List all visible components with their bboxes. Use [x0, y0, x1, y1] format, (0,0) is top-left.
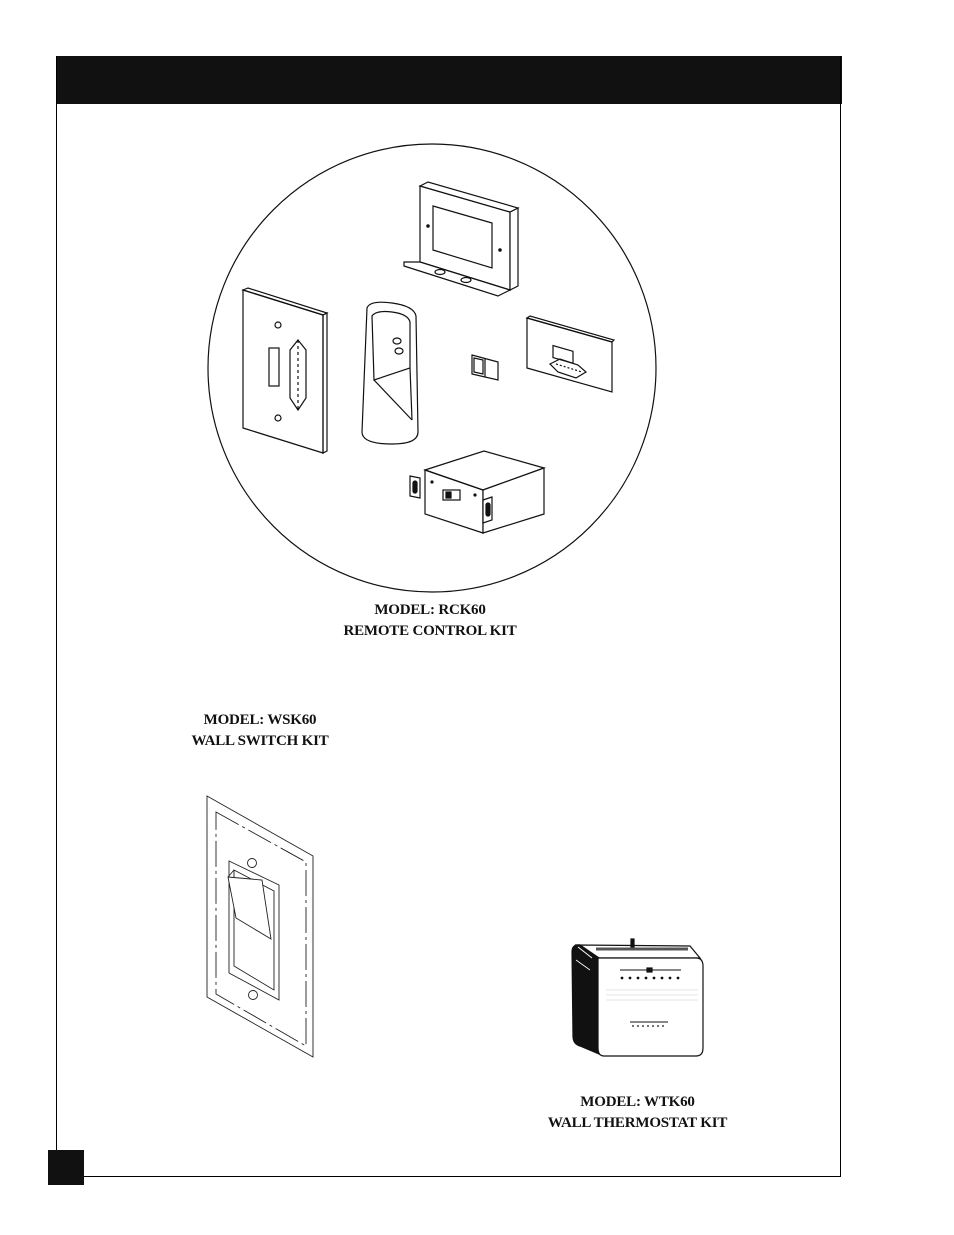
- page-corner-block: [48, 1150, 84, 1185]
- wsk60-name: WALL SWITCH KIT: [191, 733, 329, 749]
- receiver-housing-drawing: [403, 181, 520, 297]
- remote-control-kit-illustration: [207, 143, 657, 593]
- rck60-name: REMOTE CONTROL KIT: [343, 623, 517, 639]
- wtk60-model: MODEL: WTK60: [580, 1094, 695, 1110]
- small-module-drawing: [471, 354, 499, 381]
- wsk60-caption: MODEL: WSK60 WALL SWITCH KIT: [150, 710, 370, 752]
- wall-thermostat-kit-illustration: [571, 938, 704, 1057]
- kit-circle-outline: [207, 143, 657, 593]
- wall-plate-drawing: [241, 287, 329, 454]
- rck60-model: MODEL: RCK60: [374, 602, 486, 618]
- thermostat-scale-dots: [620, 976, 680, 980]
- header-bar: [56, 56, 842, 104]
- wall-switch-kit-illustration: [206, 795, 314, 1058]
- wtk60-caption: MODEL: WTK60 WALL THERMOSTAT KIT: [515, 1092, 760, 1134]
- wall-panel-drawing: [525, 315, 616, 393]
- wtk60-name: WALL THERMOSTAT KIT: [547, 1115, 728, 1131]
- thermostat-lower-ticks: [632, 1025, 664, 1027]
- rck60-caption: MODEL: RCK60 REMOTE CONTROL KIT: [310, 600, 550, 642]
- handheld-remote-drawing: [361, 301, 419, 445]
- page-frame: [56, 56, 841, 1177]
- control-module-drawing: [409, 450, 546, 534]
- wsk60-model: MODEL: WSK60: [203, 712, 317, 728]
